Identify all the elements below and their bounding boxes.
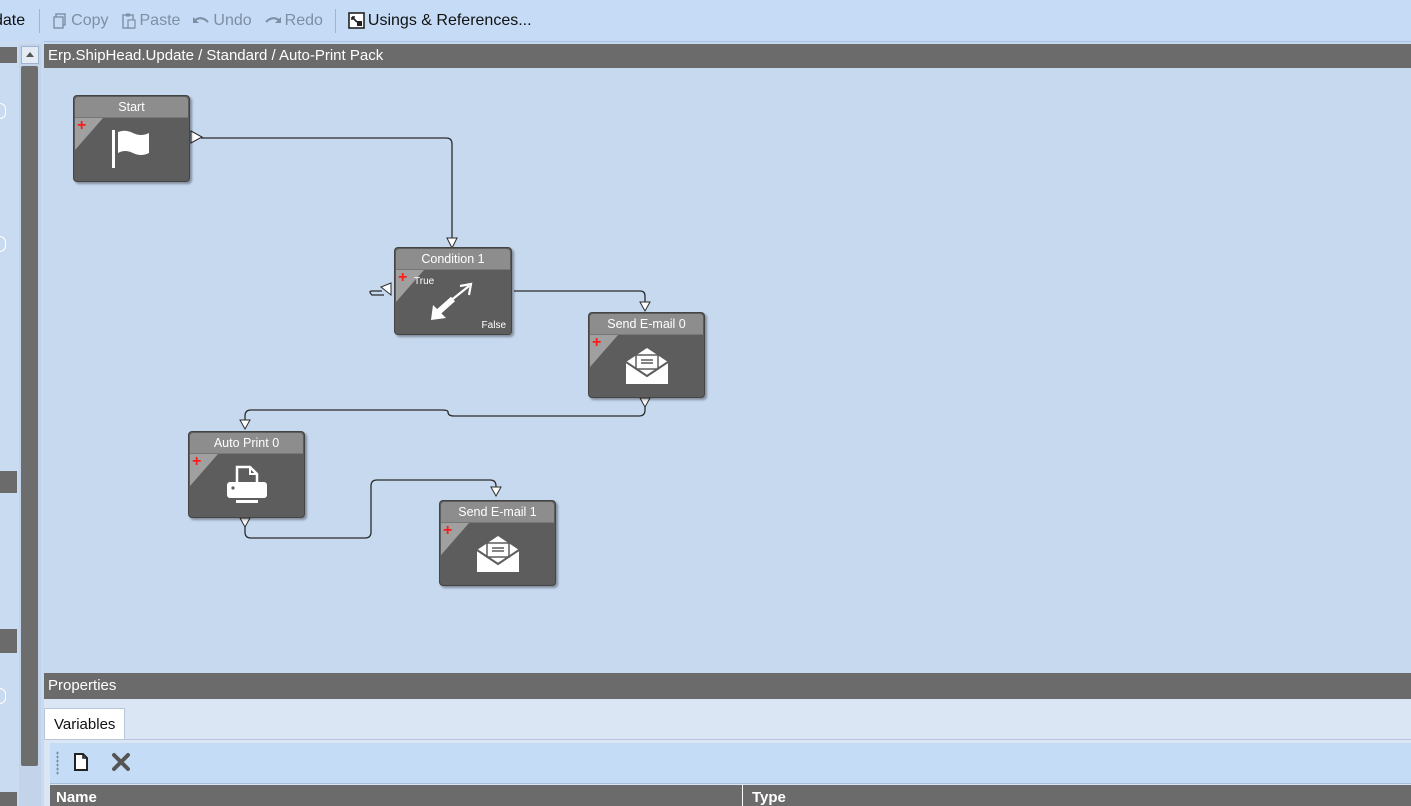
paste-label: Paste	[139, 11, 181, 29]
references-icon	[348, 12, 365, 29]
output-port-start	[190, 130, 204, 144]
new-variable-icon[interactable]	[70, 751, 92, 773]
designer-breadcrumb: Erp.ShipHead.Update / Standard / Auto-Pr…	[44, 44, 1411, 68]
envelope-icon	[476, 536, 520, 572]
input-port-condition	[446, 237, 458, 250]
send-email-1-node[interactable]: Send E-mail 1 +	[439, 500, 556, 586]
send-email-0-node[interactable]: Send E-mail 0 +	[588, 312, 705, 398]
undo-icon	[193, 16, 210, 23]
properties-header: Properties	[44, 673, 1411, 699]
node-title: Start	[75, 97, 188, 118]
input-port-email0	[639, 301, 651, 313]
toolbar-separator	[39, 8, 41, 33]
envelope-icon	[625, 348, 669, 384]
delete-variable-icon[interactable]	[110, 751, 132, 773]
node-corner	[396, 270, 424, 302]
flag-icon	[112, 130, 149, 168]
left-panel-tab[interactable]	[0, 47, 17, 63]
column-separator[interactable]	[742, 785, 743, 806]
wire-email0-autoprint	[244, 404, 646, 423]
copy-button[interactable]: Copy	[46, 12, 114, 30]
wire-autoprint-email1	[244, 479, 497, 539]
wire-start-condition	[201, 137, 453, 240]
paste-icon	[121, 13, 136, 29]
printer-icon	[227, 465, 267, 503]
column-header-type[interactable]: Type	[752, 789, 786, 806]
add-icon[interactable]: +	[77, 117, 87, 134]
node-corner	[590, 335, 618, 367]
usings-label: Usings & References...	[367, 11, 532, 29]
tab-variables[interactable]: Variables	[44, 708, 126, 740]
input-port-email1	[490, 486, 502, 498]
left-panel-tab[interactable]	[0, 471, 17, 493]
variables-toolbar	[50, 743, 1411, 784]
variables-grid-header: Name Type	[50, 785, 1411, 806]
column-header-name[interactable]: Name	[56, 789, 97, 806]
output-port-autoprint	[239, 517, 251, 529]
copy-icon	[53, 12, 66, 29]
node-title: Auto Print 0	[190, 433, 303, 454]
output-port-email0	[639, 397, 651, 409]
undo-label: Undo	[213, 11, 252, 29]
paste-button[interactable]: Paste	[115, 12, 187, 30]
node-title: Send E-mail 0	[590, 314, 703, 335]
false-port-label: False	[481, 320, 506, 331]
add-icon[interactable]: +	[192, 453, 202, 470]
left-panel-tab[interactable]	[0, 792, 17, 806]
node-corner	[75, 118, 103, 150]
add-icon[interactable]: +	[398, 269, 408, 286]
workflow-canvas[interactable]: Start + Condition 1 + True False Send E-…	[44, 68, 1411, 667]
copy-label: Copy	[71, 11, 109, 29]
scroll-up-button[interactable]	[21, 46, 39, 64]
node-title: Condition 1	[396, 249, 510, 270]
condition-node[interactable]: Condition 1 + True False	[394, 247, 512, 335]
left-panel-tab[interactable]	[0, 629, 17, 653]
main-toolbar: date Copy Paste Undo Redo Usings & Refer…	[0, 0, 1411, 42]
node-corner	[190, 454, 218, 486]
update-button-partial[interactable]: date	[0, 11, 26, 29]
condition-arrows-icon	[431, 282, 473, 320]
node-title: Send E-mail 1	[441, 502, 554, 523]
true-port-label: True	[414, 276, 435, 287]
tab-strip-border	[44, 739, 1411, 740]
input-port-condition-true	[380, 282, 392, 297]
undo-button[interactable]: Undo	[186, 12, 257, 30]
auto-print-0-node[interactable]: Auto Print 0 +	[188, 431, 305, 518]
scroll-thumb[interactable]	[21, 66, 38, 766]
redo-label: Redo	[284, 11, 323, 29]
add-icon[interactable]: +	[443, 522, 453, 539]
redo-button[interactable]: Redo	[258, 12, 329, 30]
node-corner	[441, 523, 469, 555]
toolbar-separator	[334, 8, 336, 33]
redo-icon	[264, 16, 281, 23]
wire-condition-true-stub	[369, 290, 384, 296]
toolbar-grip[interactable]	[56, 751, 59, 775]
vertical-scrollbar[interactable]	[19, 44, 41, 806]
add-icon[interactable]: +	[592, 334, 602, 351]
usings-references-button[interactable]: Usings & References...	[342, 12, 538, 30]
start-node[interactable]: Start +	[73, 95, 190, 182]
wire-condition-email0	[514, 290, 646, 304]
connection-wires	[190, 130, 651, 539]
input-port-autoprint	[239, 419, 251, 431]
properties-panel: Variables Name Type	[44, 699, 1411, 806]
